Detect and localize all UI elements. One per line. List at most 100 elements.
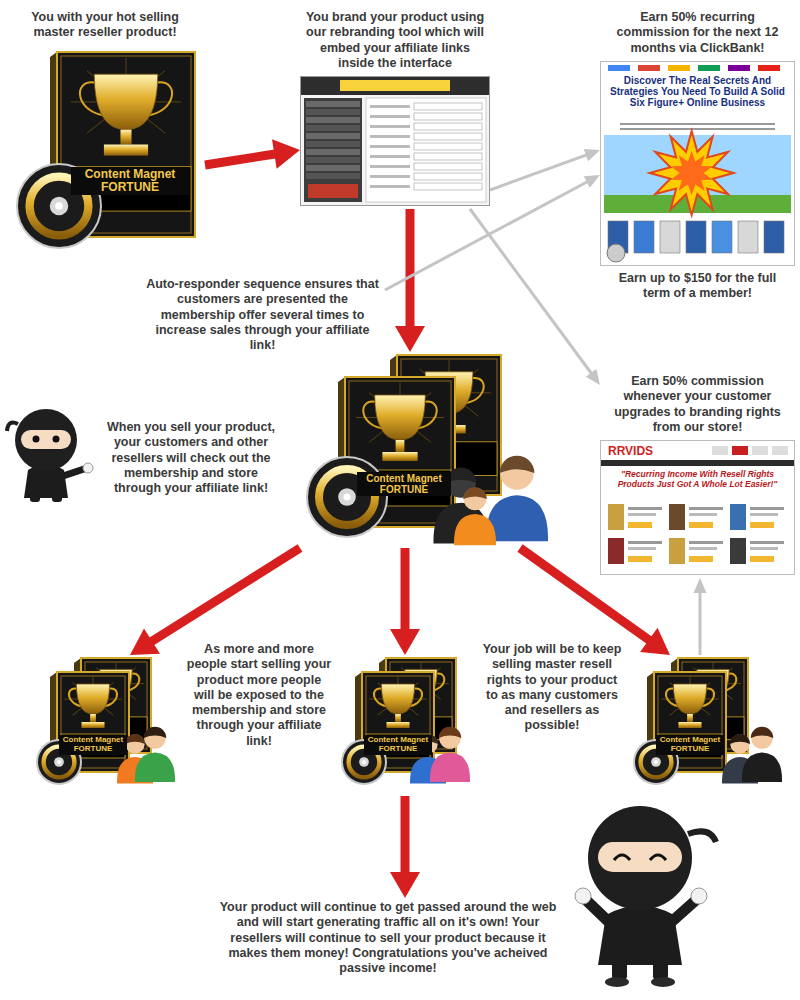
arrow-connector (130, 548, 300, 655)
ninja-eye (33, 436, 40, 443)
product-title: Content Magnet FORTUNE (364, 735, 432, 755)
person-hair (500, 456, 535, 473)
logo-mark (668, 65, 690, 71)
ninja-head (588, 806, 692, 910)
buy-button (750, 556, 774, 562)
buy-button (689, 522, 713, 528)
ninja-eye (614, 855, 630, 860)
ninja-leg (30, 494, 40, 502)
menu-row (306, 109, 360, 115)
trophy-cup (375, 395, 426, 440)
disc-hole (55, 202, 63, 210)
person-icon (430, 727, 470, 782)
arrow-shaft (205, 153, 278, 165)
menu-row (306, 165, 360, 171)
flow-node: You with your hot selling master reselle… (5, 8, 205, 254)
sky (604, 135, 791, 213)
logo-mark (608, 65, 630, 71)
caption-text: Your product will continue to get passed… (212, 898, 564, 978)
product-title: Content Magnet FORTUNE (71, 167, 189, 196)
store-line (750, 547, 778, 550)
ninja-band (688, 831, 716, 842)
product-thumb (660, 221, 680, 253)
store-line (750, 507, 784, 510)
arrow-shaft (149, 548, 300, 643)
ninja-hand (691, 888, 707, 904)
person-icon (454, 487, 496, 545)
ninja-face (21, 430, 71, 449)
flow-node: Your product will continue to get passed… (212, 898, 564, 978)
note-text: When you sell your product, your custome… (100, 418, 282, 498)
person-body (135, 752, 175, 782)
caption-text: You with your hot selling master reselle… (5, 8, 205, 43)
product-thumb (738, 221, 758, 253)
logo-mark (728, 65, 750, 71)
ninja-body (598, 906, 682, 966)
disc-hole (362, 760, 366, 764)
person-icon (135, 727, 175, 782)
caption-text: Earn 50% recurring commission for the ne… (600, 8, 795, 58)
arrow-head (272, 139, 300, 169)
form-label (370, 115, 410, 118)
store-line (628, 547, 656, 550)
text-slot: Discover The Real Secrets And Strategies… (606, 74, 789, 110)
flow-node: Auto-responder sequence ensures that cus… (140, 275, 385, 355)
tool-picture (300, 76, 490, 206)
form-field (414, 153, 482, 160)
header-banner (340, 80, 450, 91)
disc-hub (651, 757, 661, 767)
caption-text: You brand your product using our rebrand… (300, 8, 490, 73)
store-thumb (608, 538, 624, 564)
buy-button (750, 522, 774, 528)
page-frame (601, 61, 795, 265)
trophy-stem (396, 440, 405, 452)
cb-picture: Discover The Real Secrets And Strategies… (600, 61, 795, 266)
form-panel (366, 98, 486, 202)
arrow-head (584, 149, 600, 161)
window-header (301, 77, 489, 95)
disc-hub (54, 757, 64, 767)
ninja-arm (586, 900, 612, 925)
caption-text: Earn up to $150 for the full term of a m… (600, 269, 795, 304)
body-line (620, 123, 775, 125)
header-icon (732, 446, 748, 455)
person-head (464, 488, 487, 511)
flow-node: Earn 50% commission whenever your custom… (600, 372, 795, 578)
arrow-head (584, 175, 600, 188)
form-field (414, 123, 482, 130)
store-thumb (730, 538, 746, 564)
arrow-head (390, 629, 420, 655)
grass (604, 195, 791, 213)
trophy-cup (381, 684, 414, 714)
buy-button (628, 556, 652, 562)
caption-text: Auto-responder sequence ensures that cus… (140, 275, 385, 355)
disc-hole (654, 760, 658, 764)
form-field (414, 143, 482, 150)
note-text: Your job will be to keep selling master … (476, 640, 628, 736)
disc-hole (343, 493, 350, 500)
trophy-stem (120, 129, 131, 144)
arrow-head (130, 628, 160, 655)
product-thumb (634, 221, 654, 253)
product-thumb (686, 221, 706, 253)
text-slot: RRVIDS (606, 444, 676, 459)
form-field (414, 183, 482, 190)
form-label (370, 105, 410, 108)
header-icon (712, 446, 728, 455)
trophy-base (386, 722, 409, 728)
logo-mark (698, 65, 720, 71)
product-drawing (632, 658, 782, 793)
arrow-head (640, 628, 670, 655)
product-picture: Content Magnet FORTUNE (340, 658, 470, 793)
trophy-base (104, 144, 148, 155)
form-label (370, 165, 410, 168)
menu-row (306, 133, 360, 139)
header-icon (752, 446, 768, 455)
ninja-eye (650, 855, 666, 860)
form-label (370, 155, 410, 158)
person-body (430, 752, 470, 782)
flow-node: Content Magnet FORTUNE (340, 655, 470, 796)
person-icon (486, 456, 548, 542)
trophy-stem (90, 714, 96, 722)
arrow-shaft (470, 209, 592, 375)
